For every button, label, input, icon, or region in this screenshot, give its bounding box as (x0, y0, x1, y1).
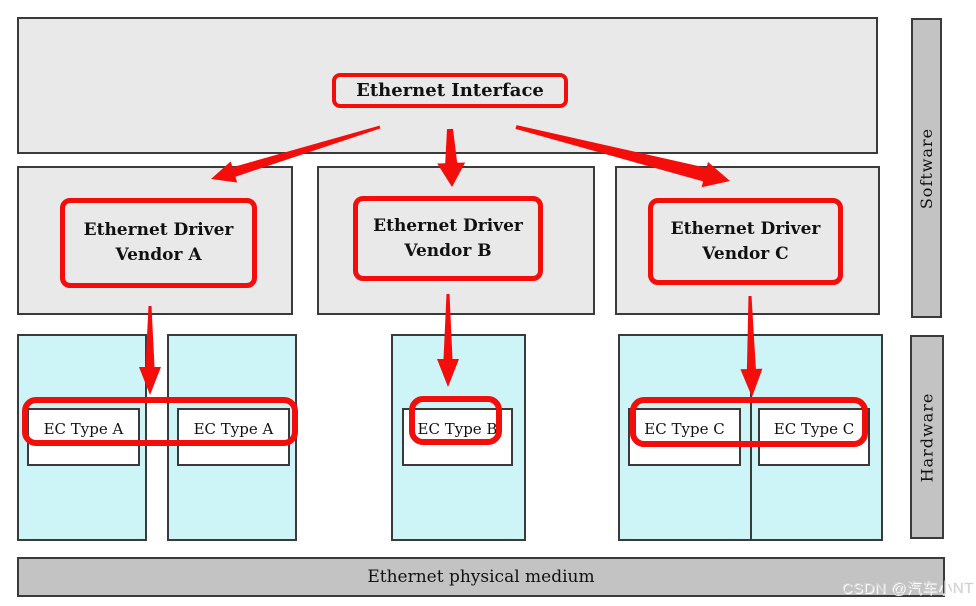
vendor-b-label-line2: Vendor B (404, 240, 492, 261)
vendor-c-box (615, 166, 880, 315)
ec-type-c1-box: EC Type C (628, 408, 741, 466)
software-layer-label: Software (917, 127, 937, 209)
vendor-c-driver-frame: Ethernet Driver Vendor C (648, 198, 843, 285)
ec-type-a1-box: EC Type A (27, 408, 140, 466)
software-layer-bar: Software (911, 18, 942, 318)
ec-type-c2-box: EC Type C (758, 408, 870, 466)
ec-type-c1-label: EC Type C (644, 420, 725, 438)
vendor-a-label-line1: Ethernet Driver (83, 220, 234, 240)
ethernet-interface-box: Ethernet Interface (332, 73, 568, 108)
ethernet-physical-medium-label: Ethernet physical medium (367, 567, 595, 587)
vendor-c-label-line1: Ethernet Driver (670, 218, 821, 239)
watermark: CSDN @汽车小NT (841, 580, 974, 597)
vendor-c-label-line2: Vendor C (702, 243, 789, 264)
vendor-a-label-line2: Vendor A (115, 245, 202, 265)
ethernet-interface-label: Ethernet Interface (356, 80, 544, 101)
vendor-a-driver-frame: Ethernet Driver Vendor A (60, 198, 257, 288)
ec-type-a2-label: EC Type A (193, 420, 274, 438)
ec-type-b-label: EC Type B (417, 420, 498, 438)
ethernet-physical-medium-bar: Ethernet physical medium (17, 557, 945, 597)
vendor-b-driver-frame: Ethernet Driver Vendor B (353, 196, 543, 281)
ec-type-b-group-frame (409, 396, 502, 445)
ec-type-c2-label: EC Type C (773, 420, 855, 438)
ec-type-a1-label: EC Type A (43, 420, 124, 438)
ec-type-a2-box: EC Type A (177, 408, 290, 466)
vendor-b-label-line1: Ethernet Driver (373, 215, 523, 236)
ec-type-c-group-frame (630, 397, 868, 447)
hardware-layer-label: Hardware (917, 392, 937, 482)
ec-type-a-group-frame (22, 397, 298, 446)
hardware-layer-bar: Hardware (910, 335, 944, 539)
hardware-c-divider (749, 336, 752, 539)
